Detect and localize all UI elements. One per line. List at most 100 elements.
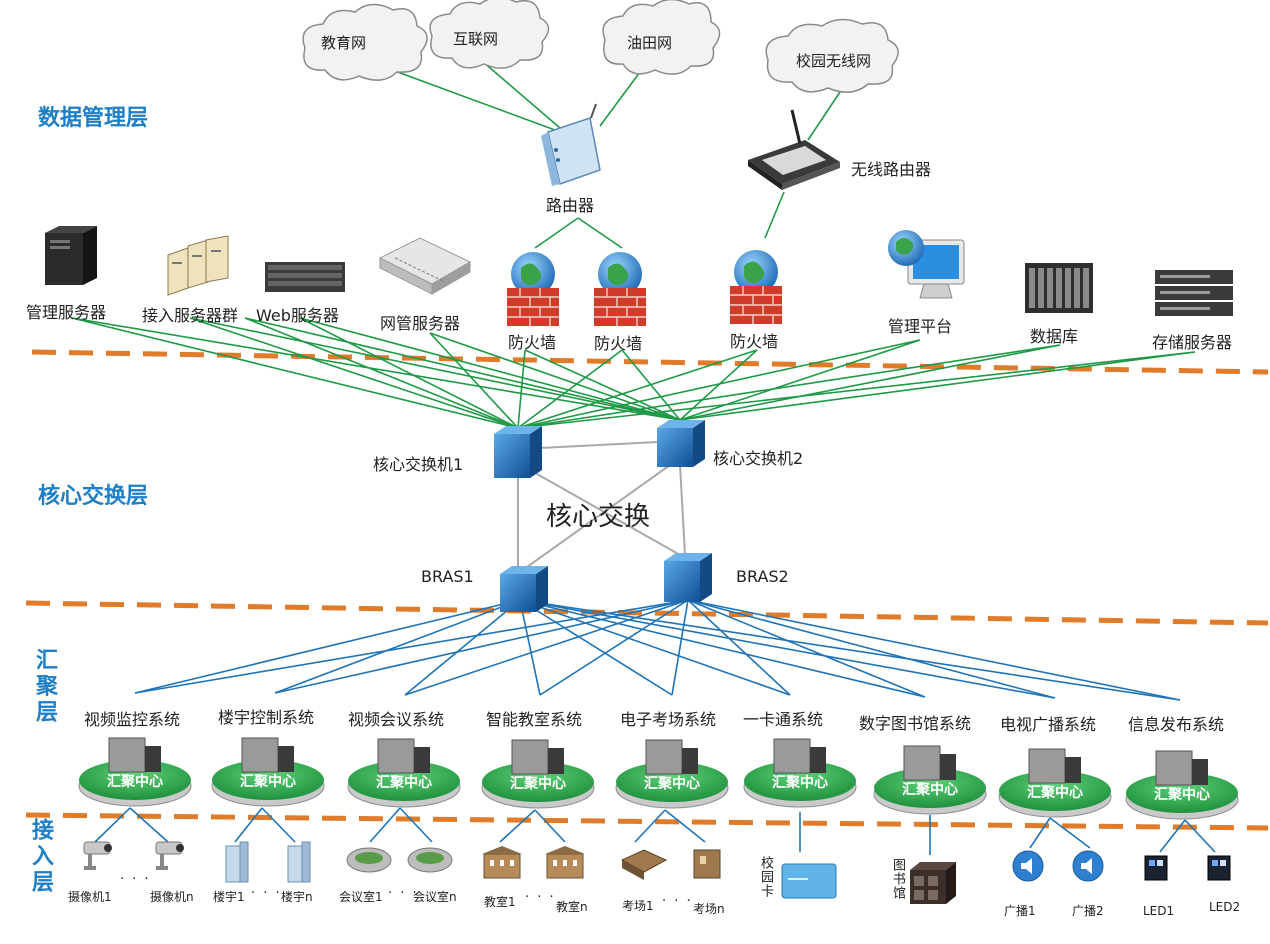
- hub-building-icon: [511, 739, 549, 775]
- firewall-3-label: 防火墙: [730, 332, 779, 351]
- access-server-group-icon: [167, 235, 229, 296]
- camera-1-label: 摄像机1: [68, 890, 112, 904]
- system-label-info-release: 信息发布系统: [1128, 715, 1225, 734]
- camera-ellipsis: · · ·: [120, 872, 151, 887]
- speaker-icon: [1012, 850, 1044, 882]
- aggregation-hub-1: 汇聚中心: [78, 737, 192, 807]
- camera-icon: [155, 841, 184, 870]
- led-1-label: LED1: [1143, 904, 1175, 918]
- nms-server-label: 网管服务器: [380, 314, 461, 333]
- cloud-label-oilfield: 油田网: [627, 34, 672, 52]
- meeting-room-1-label: 会议室1: [339, 890, 383, 904]
- campus-card-label: 校园卡: [758, 856, 773, 898]
- divider-core-aggregation: [25, 600, 1269, 626]
- firewall-1-label: 防火墙: [508, 333, 557, 352]
- cloud-label-campus-wireless: 校园无线网: [796, 52, 871, 70]
- bras-2-icon: [664, 553, 712, 602]
- aggregation-hub-2: 汇聚中心: [211, 737, 325, 807]
- aggregation-hub-4: 汇聚中心: [481, 739, 595, 809]
- cloud-campus-wireless-icon: [765, 18, 899, 93]
- layer-title-data-management: 数据管理层: [38, 106, 149, 131]
- meeting-room-ellipsis: · · ·: [388, 886, 419, 901]
- management-server-label: 管理服务器: [26, 303, 107, 322]
- core-mesh: [517, 441, 686, 573]
- hub-building-icon: [241, 737, 279, 773]
- system-label-electronic-exam: 电子考场系统: [620, 710, 717, 729]
- layer-title-aggregation: 汇聚层: [32, 648, 57, 726]
- layer-title-core: 核心交换层: [38, 484, 149, 509]
- wireless-router-icon: [748, 109, 840, 190]
- system-label-campus-card: 一卡通系统: [743, 710, 824, 729]
- bras-2-label: BRAS2: [736, 567, 789, 586]
- building-n-label: 楼宇n: [281, 890, 313, 904]
- router-icon: [541, 103, 601, 186]
- core-switch-1-label: 核心交换机1: [373, 455, 464, 474]
- system-label-tv-broadcast: 电视广播系统: [1000, 715, 1097, 734]
- exam-room-ellipsis: · · ·: [662, 894, 693, 909]
- aggregation-hubs: 汇聚中心汇聚中心汇聚中心汇聚中心汇聚中心汇聚中心汇聚中心汇聚中心汇聚中心: [78, 737, 1239, 820]
- cloud-internet-icon: [429, 0, 550, 69]
- network-management-server-icon: [378, 237, 472, 295]
- exam-room-1-label: 考场1: [622, 899, 654, 913]
- building-ellipsis: · · ·: [251, 886, 282, 901]
- divider-aggregation-access: [25, 812, 1269, 831]
- hub-building-icon: [377, 738, 415, 774]
- classroom-1-label: 教室1: [484, 895, 516, 909]
- management-platform-label: 管理平台: [888, 317, 953, 336]
- bras-1-icon: [500, 566, 548, 612]
- aggregation-hub-9: 汇聚中心: [1125, 750, 1239, 820]
- system-label-digital-library: 数字图书馆系统: [859, 714, 972, 733]
- management-server-icon: [45, 226, 97, 285]
- exam-room-n-label: 考场n: [693, 902, 725, 916]
- cloud-links: [364, 54, 841, 249]
- wireless-router-label: 无线路由器: [851, 160, 932, 179]
- hub-building-icon: [108, 737, 146, 773]
- core-switch-2-icon: [657, 420, 705, 467]
- firewall-icon: [594, 252, 646, 326]
- exam-room-icon: [620, 849, 668, 880]
- cloud-education-icon: [302, 3, 428, 81]
- hub-label: 汇聚中心: [772, 774, 828, 791]
- storage-server-icon: [1155, 270, 1233, 316]
- classroom-building-icon: [545, 846, 585, 879]
- hub-label: 汇聚中心: [1027, 784, 1083, 801]
- hub-label: 汇聚中心: [1154, 786, 1210, 803]
- hub-building-icon: [1155, 750, 1193, 786]
- hub-label: 汇聚中心: [644, 775, 700, 792]
- aggregation-hub-7: 汇聚中心: [873, 745, 987, 815]
- broadcast-2-label: 广播2: [1072, 904, 1104, 918]
- management-platform-icon: [888, 230, 965, 299]
- exam-room-icon: [693, 849, 721, 879]
- firewall-icon: [507, 252, 559, 326]
- system-label-video-surveillance: 视频监控系统: [84, 710, 181, 729]
- access-server-group-label: 接入服务器群: [142, 306, 239, 325]
- camera-icon: [83, 841, 112, 870]
- hub-label: 汇聚中心: [376, 774, 432, 791]
- firewall-2-label: 防火墙: [594, 334, 643, 353]
- led-panel-icon: [1207, 855, 1231, 881]
- camera-n-label: 摄像机n: [150, 890, 194, 904]
- building-icon: [225, 841, 249, 883]
- system-label-smart-classroom: 智能教室系统: [486, 710, 583, 729]
- library-label: 图书馆: [890, 858, 905, 900]
- classroom-ellipsis: · · ·: [525, 890, 556, 905]
- hub-label: 汇聚中心: [902, 781, 958, 798]
- router-label: 路由器: [546, 196, 595, 215]
- campus-card-icon: [781, 863, 837, 899]
- hub-label: 汇聚中心: [107, 773, 163, 790]
- library-server-icon: [910, 862, 956, 904]
- speaker-icon: [1072, 850, 1104, 882]
- meeting-room-icon: [346, 847, 392, 873]
- classroom-building-icon: [482, 846, 522, 879]
- meeting-room-n-label: 会议室n: [413, 890, 457, 904]
- system-label-video-conference: 视频会议系统: [348, 710, 445, 729]
- core-switch-2-label: 核心交换机2: [713, 449, 804, 468]
- core-switch-1-icon: [494, 426, 542, 478]
- hub-building-icon: [773, 738, 811, 774]
- hub-building-icon: [1028, 748, 1066, 784]
- aggregation-hub-3: 汇聚中心: [347, 738, 461, 808]
- led-panel-icon: [1144, 855, 1168, 881]
- cloud-label-internet: 互联网: [453, 30, 498, 48]
- cloud-label-education: 教育网: [321, 34, 366, 52]
